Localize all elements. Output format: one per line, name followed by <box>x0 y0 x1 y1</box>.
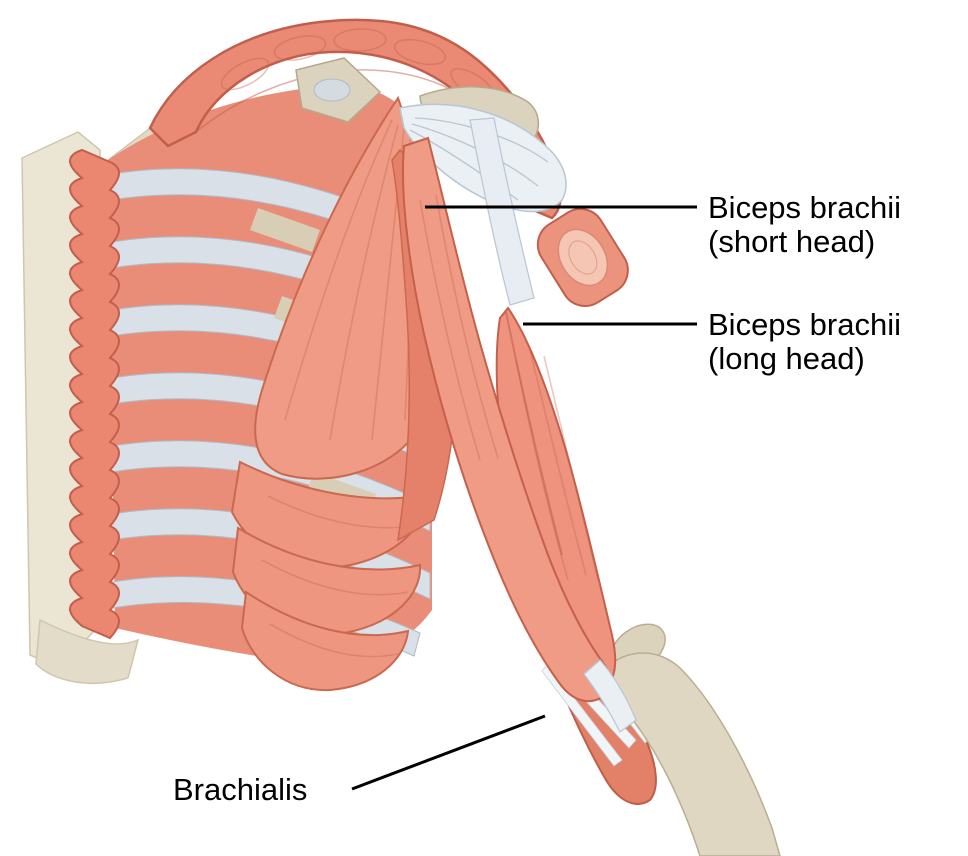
long-head-tendon <box>469 117 535 306</box>
label-biceps-long-head-line1: Biceps brachii <box>708 307 901 342</box>
label-biceps-long-head-line2: (long head) <box>708 341 865 376</box>
scapula-acromion-bone <box>295 57 382 123</box>
leader-line-brachialis <box>351 714 546 791</box>
distal-biceps-tendon <box>583 659 637 733</box>
sternal-intercostal-band <box>69 148 120 640</box>
biceps-short-head-muscle <box>402 136 611 703</box>
label-brachialis: Brachialis <box>173 772 307 807</box>
label-biceps-short-head-line1: Biceps brachii <box>708 190 901 225</box>
annotations: Biceps brachii (short head) Biceps brach… <box>173 190 901 807</box>
label-biceps-short-head-line2: (short head) <box>708 224 875 259</box>
deltoid-stump <box>536 207 629 307</box>
serratus-anterior-slips <box>230 460 427 692</box>
